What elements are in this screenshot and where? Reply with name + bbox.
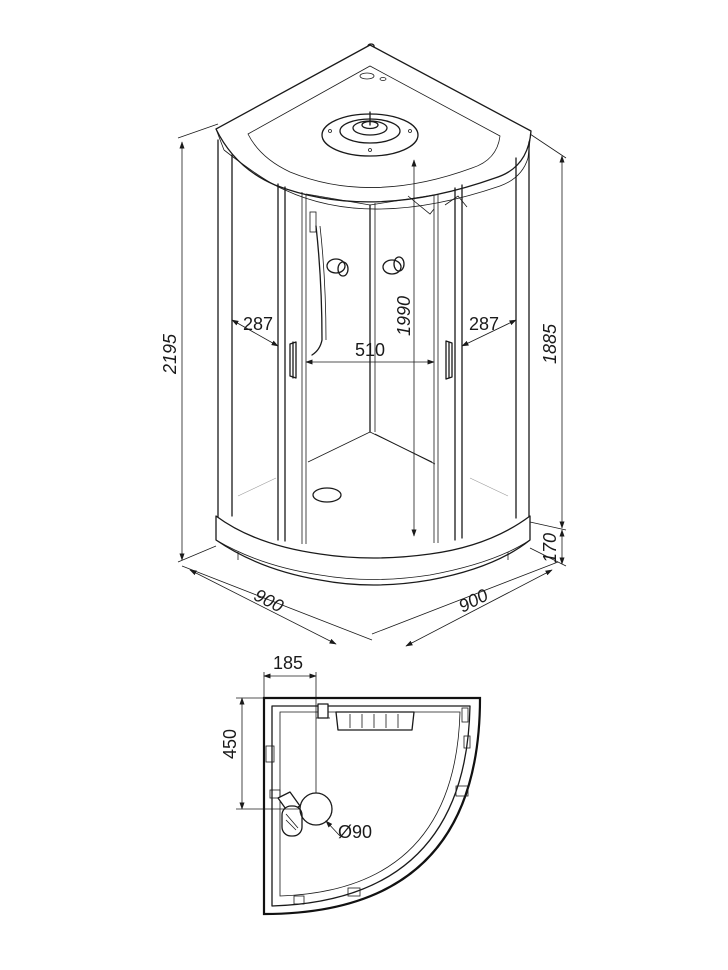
dim-drain-offset-y: 450 xyxy=(220,697,300,810)
perspective-view: 2195 1885 170 1990 510 287 xyxy=(160,43,567,647)
plan-mixer-icon xyxy=(316,703,330,719)
plan-door-rollers xyxy=(293,707,471,905)
plan-outline xyxy=(262,696,482,916)
plan-wall-fittings xyxy=(265,745,303,837)
dim-side-panel-left-label: 287 xyxy=(243,314,273,334)
cabin-frame xyxy=(217,139,530,544)
dim-total-height-label: 2195 xyxy=(160,333,180,375)
door-handle-left-icon xyxy=(289,341,297,379)
jet-left-icon xyxy=(326,258,349,277)
dim-drain-diameter-label: Ø90 xyxy=(338,822,372,842)
dim-depth-left-label: 900 xyxy=(251,585,287,616)
dim-drain-offset-x-label: 185 xyxy=(273,653,303,673)
door-handle-right-icon xyxy=(445,340,453,380)
dim-total-height: 2195 xyxy=(160,123,219,563)
dim-side-panel-right: 287 xyxy=(461,314,517,347)
dim-cabin-height-label: 1885 xyxy=(540,323,560,364)
dim-drain-offset-y-label: 450 xyxy=(220,729,240,759)
dim-cabin-height: 1885 xyxy=(529,133,567,531)
dim-side-panel-left: 287 xyxy=(231,314,279,347)
dim-side-panel-right-label: 287 xyxy=(469,314,499,334)
dim-drain-diameter: Ø90 xyxy=(325,820,372,842)
drain-icon xyxy=(312,487,342,503)
dim-entrance-width: 510 xyxy=(305,340,435,365)
dim-drain-offset-x: 185 xyxy=(263,653,317,793)
dim-tray-height: 170 xyxy=(529,529,567,567)
back-wall-fittings xyxy=(309,195,468,356)
shower-tray xyxy=(215,515,531,586)
dim-entrance-width-label: 510 xyxy=(355,340,385,360)
plan-view: 185 450 Ø90 xyxy=(220,653,482,916)
jet-right-icon xyxy=(382,256,405,275)
dim-door-height: 1990 xyxy=(394,159,417,537)
plan-drain-icon xyxy=(299,792,333,826)
dim-door-height-label: 1990 xyxy=(394,296,414,336)
rain-shower-head-icon xyxy=(321,111,419,157)
plan-shelf-icon xyxy=(335,711,415,731)
dim-tray-height-label: 170 xyxy=(540,533,560,563)
